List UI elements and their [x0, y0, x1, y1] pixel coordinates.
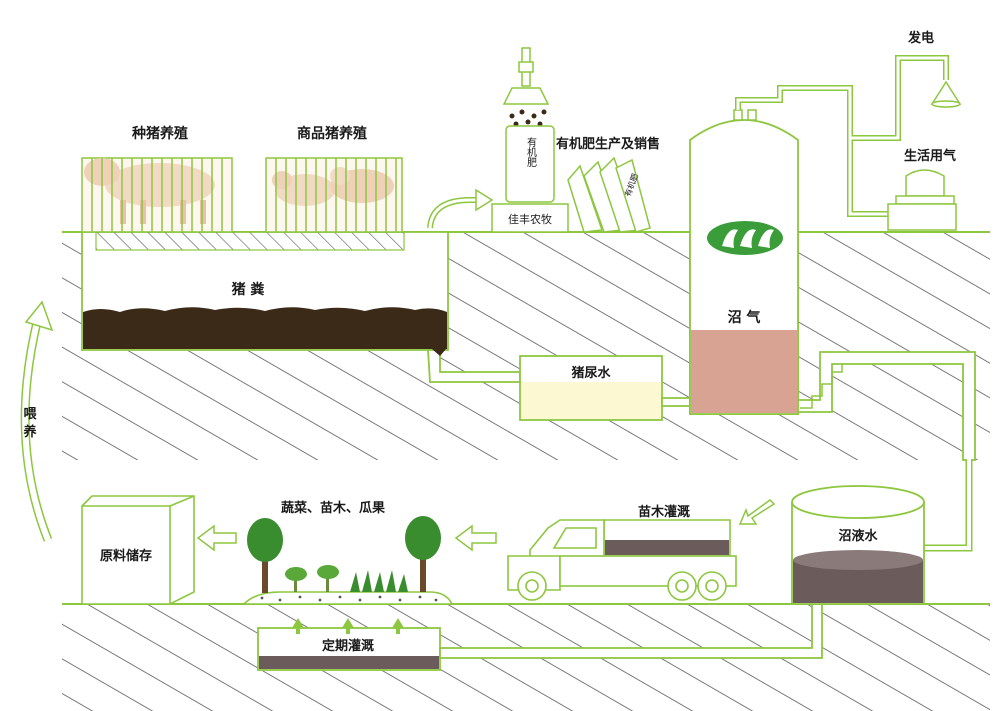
slurry-down-pipe-inner — [924, 458, 971, 550]
breeding-pigs-label: 种猪养殖 — [131, 125, 188, 142]
arrow-to-fertilizer — [427, 188, 494, 229]
feeding-label-2: 养 — [22, 424, 37, 440]
pig-manure-label: 猪 粪 — [231, 281, 265, 298]
power-generation-label: 发电 — [907, 30, 934, 46]
biogas-slurry-label: 沼液水 — [838, 528, 878, 544]
commercial-pigs-label: 商品猪养殖 — [297, 125, 367, 142]
pig-manure-layer — [83, 307, 447, 356]
slurry-down-pipe — [924, 460, 973, 552]
biogas-digester — [689, 109, 799, 415]
seedling-irrigation-label: 苗木灌溉 — [638, 504, 690, 520]
arrow-to-truck — [738, 499, 776, 525]
arrow-to-crops — [454, 524, 497, 552]
biogas-slurry-tank — [791, 485, 925, 605]
domestic-gas-label: 生活用气 — [904, 148, 956, 164]
crop-field — [242, 516, 454, 605]
biogas-label: 沼 气 — [728, 309, 761, 326]
gas-pipes-inner — [736, 56, 948, 216]
lamp-icon — [930, 80, 962, 108]
outlet-steps — [800, 364, 843, 409]
irrigation-up-arrows — [292, 618, 404, 634]
pig-urine-label: 猪尿水 — [570, 365, 611, 381]
fertilizer-bags — [567, 156, 651, 233]
breeding-pig-pen — [81, 157, 405, 251]
fertilizer-machine: 有机肥 佳丰农牧 — [491, 47, 569, 233]
regular-irrigation-label: 定期灌溉 — [321, 638, 374, 654]
fertilizer-sales-label: 有机肥生产及销售 — [556, 136, 660, 152]
feeding-label-1: 喂 — [23, 407, 37, 422]
fertilizer-main-bag-text: 有机肥 — [525, 136, 537, 168]
pig-urine-liquid — [521, 382, 661, 419]
commercial-pig-pen — [265, 157, 403, 233]
regular-irrigation-liquid — [259, 656, 439, 669]
tanker-truck — [507, 519, 737, 601]
feeding-arrow — [20, 300, 54, 542]
company-logo — [707, 221, 783, 255]
fertilizer-base-text: 佳丰农牧 — [508, 212, 552, 226]
crops-label: 蔬菜、苗木、瓜果 — [281, 500, 385, 516]
raw-material-storage-label: 原料储存 — [100, 548, 152, 564]
stove-icon — [887, 169, 957, 231]
arrow-to-storage — [196, 524, 237, 552]
raw-material-storage — [81, 495, 195, 605]
